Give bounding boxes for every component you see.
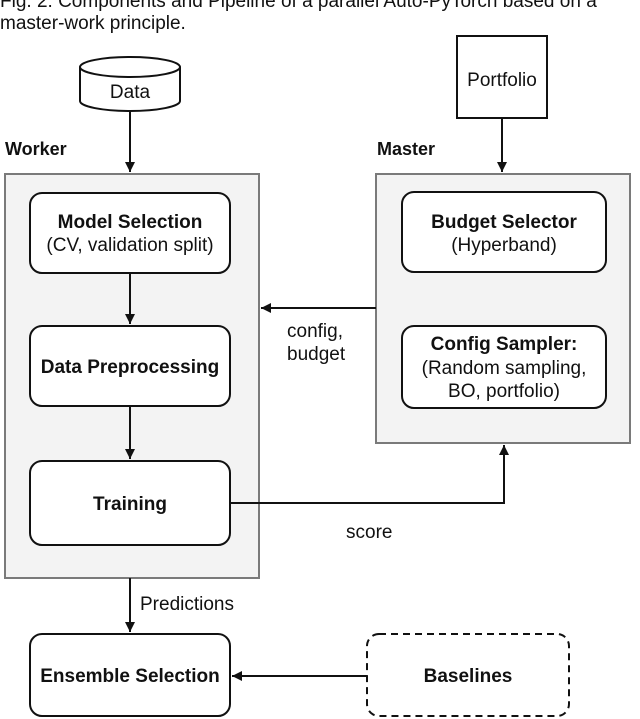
data-store: Data xyxy=(79,56,181,112)
data-preprocessing-title: Data Preprocessing xyxy=(41,357,219,378)
model-selection-box: Model Selection (CV, validation split) xyxy=(29,192,231,274)
portfolio-label: Portfolio xyxy=(467,70,537,91)
worker-group-label: Worker xyxy=(5,139,67,159)
budget-selector-box: Budget Selector (Hyperband) xyxy=(401,191,607,273)
budget-selector-title: Budget Selector xyxy=(431,212,577,233)
portfolio-box: Portfolio xyxy=(456,35,548,119)
master-group-label: Master xyxy=(377,139,435,159)
config-sampler-title: Config Sampler: xyxy=(431,334,578,355)
ensemble-selection-title: Ensemble Selection xyxy=(40,666,220,687)
ensemble-selection-box: Ensemble Selection xyxy=(29,633,231,717)
edge-label-budget: budget xyxy=(287,344,346,365)
edge-label-config: config, xyxy=(287,321,343,342)
config-sampler-line-3: BO, portfolio) xyxy=(448,381,560,402)
baselines-title: Baselines xyxy=(424,666,513,687)
model-selection-title: Model Selection xyxy=(58,212,203,233)
data-preprocessing-box: Data Preprocessing xyxy=(29,325,231,407)
budget-selector-subtitle: (Hyperband) xyxy=(451,235,557,256)
model-selection-subtitle: (CV, validation split) xyxy=(46,235,213,256)
caption-line-1: Fig. 2: Components and Pipeline of a par… xyxy=(0,0,597,12)
arrow-training-to-master xyxy=(230,445,509,504)
data-label: Data xyxy=(110,82,151,103)
baselines-box: Baselines xyxy=(366,633,570,717)
training-box: Training xyxy=(29,460,231,546)
edge-label-score: score xyxy=(346,522,392,543)
config-sampler-line-2: (Random sampling, xyxy=(422,358,587,379)
edge-label-predictions: Predictions xyxy=(140,594,234,615)
config-sampler-box: Config Sampler: (Random sampling, BO, po… xyxy=(401,325,607,409)
training-title: Training xyxy=(93,494,167,515)
caption-line-2: master-work principle. xyxy=(0,13,186,34)
